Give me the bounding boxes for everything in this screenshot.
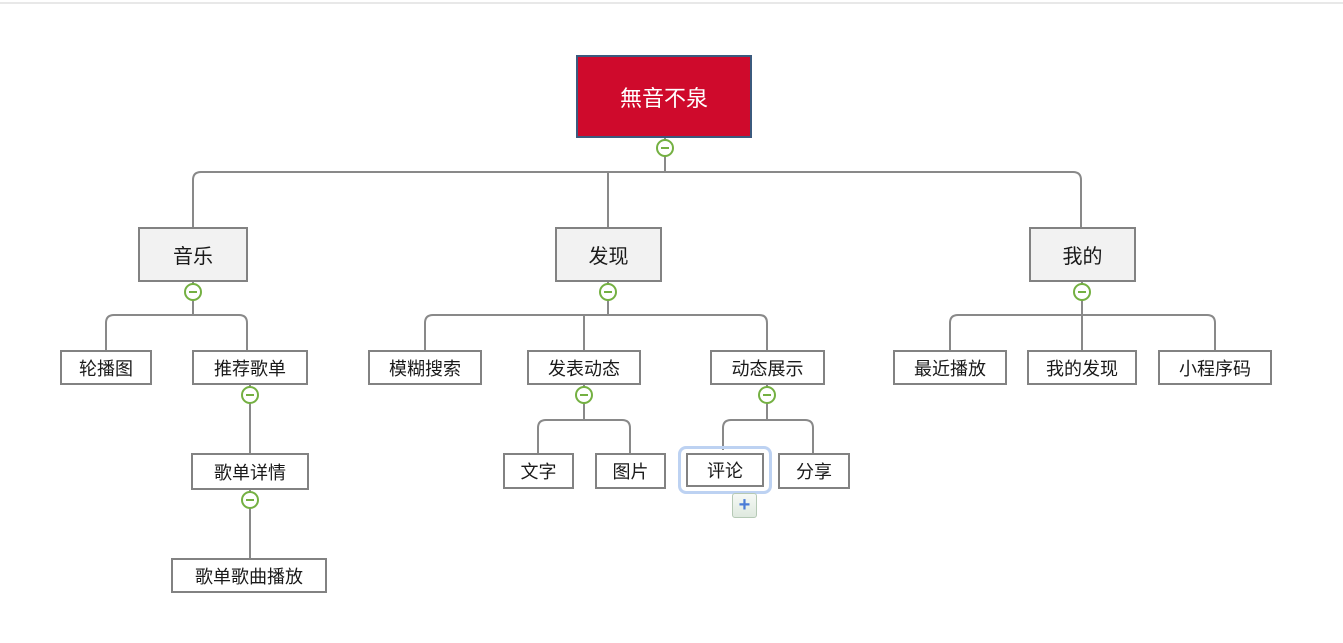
node-root[interactable]: 無音不泉 xyxy=(576,55,752,138)
collapse-icon-music[interactable] xyxy=(184,283,202,301)
node-discover[interactable]: 发现 xyxy=(555,227,662,282)
connector-discover-bus xyxy=(424,314,768,350)
node-fuzzy-search[interactable]: 模糊搜索 xyxy=(368,350,482,385)
collapse-icon-recommend-playlist[interactable] xyxy=(241,386,259,404)
collapse-icon-mine[interactable] xyxy=(1073,283,1091,301)
node-playlist-song-play[interactable]: 歌单歌曲播放 xyxy=(171,558,327,593)
node-post-moment[interactable]: 发表动态 xyxy=(527,350,641,385)
add-child-button[interactable]: + xyxy=(732,493,757,518)
connector-music-bus xyxy=(105,314,248,350)
selection-outline xyxy=(678,446,772,494)
collapse-icon-playlist-detail[interactable] xyxy=(241,491,259,509)
node-playlist-detail[interactable]: 歌单详情 xyxy=(191,453,309,490)
node-carousel[interactable]: 轮播图 xyxy=(60,350,152,385)
node-comment[interactable]: 评论 xyxy=(686,453,764,487)
node-share[interactable]: 分享 xyxy=(778,453,850,489)
connector-post-bus xyxy=(537,419,631,453)
node-mini-program-code[interactable]: 小程序码 xyxy=(1158,350,1272,385)
connector-display-bus xyxy=(722,419,814,453)
page-top-divider xyxy=(0,2,1343,4)
collapse-icon-moment-display[interactable] xyxy=(758,386,776,404)
node-moment-display[interactable]: 动态展示 xyxy=(710,350,825,385)
collapse-icon-discover[interactable] xyxy=(599,283,617,301)
node-my-discover[interactable]: 我的发现 xyxy=(1027,350,1137,385)
collapse-icon-root[interactable] xyxy=(656,139,674,157)
node-mine[interactable]: 我的 xyxy=(1029,227,1136,282)
node-text[interactable]: 文字 xyxy=(503,453,574,489)
node-image[interactable]: 图片 xyxy=(595,453,666,489)
connector-level1-bus xyxy=(192,171,1082,227)
node-music[interactable]: 音乐 xyxy=(138,227,248,282)
node-recommend-playlist[interactable]: 推荐歌单 xyxy=(192,350,308,385)
node-recent-play[interactable]: 最近播放 xyxy=(893,350,1007,385)
collapse-icon-post-moment[interactable] xyxy=(575,386,593,404)
